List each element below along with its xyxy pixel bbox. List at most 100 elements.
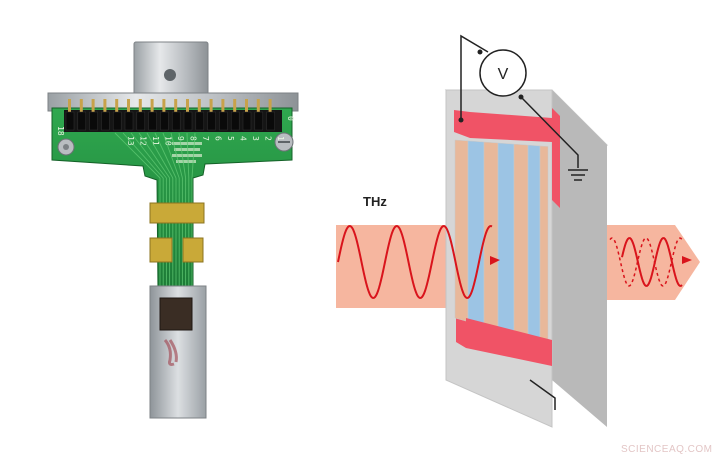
header-pin	[115, 99, 119, 113]
pin-number-label: 4	[239, 136, 248, 141]
header-pin	[79, 99, 83, 113]
bottom-electrode-bar	[466, 318, 552, 366]
side-electrode-edge	[552, 108, 560, 208]
absorber-stripe	[527, 144, 541, 343]
header-pin	[174, 99, 178, 113]
header-pin-socket	[207, 111, 216, 131]
trace-fan	[170, 132, 183, 179]
header-pin	[268, 99, 272, 113]
header-pin-socket	[195, 111, 205, 131]
header-pin	[186, 99, 189, 113]
header-pin-socket	[242, 111, 252, 131]
pin-number-label: 1	[276, 136, 285, 141]
absorber-stripe	[467, 140, 485, 327]
bottom-electrode-left	[456, 315, 466, 348]
watermark: SCIENCEAQ.COM	[621, 444, 713, 455]
header-pin-socket	[77, 111, 87, 131]
top-electrode	[454, 110, 470, 138]
trace-fan	[122, 132, 164, 179]
wire-node-left	[477, 49, 483, 55]
header-pin-socket	[266, 111, 275, 131]
voltmeter-circle	[479, 49, 527, 97]
mounting-hole	[164, 69, 176, 81]
pin-number-label: 9	[176, 136, 185, 141]
header-pin-socket	[171, 111, 181, 131]
header-pin	[103, 99, 107, 113]
detector-schematic: V THz	[336, 34, 700, 428]
pin-number-label: 12	[139, 136, 148, 146]
header-pin	[209, 99, 213, 113]
pin-number-label: 7	[201, 136, 210, 141]
trace-fan	[146, 132, 174, 179]
pin-number-label: 10	[164, 136, 173, 146]
absorber-stripe	[539, 145, 549, 345]
pin-number-label: 11	[151, 136, 160, 146]
header-pin-socket	[219, 111, 228, 131]
header-pin-socket	[65, 111, 75, 131]
header-pin	[127, 99, 130, 113]
pcb-traces	[114, 132, 196, 290]
absorber-stripe	[454, 139, 469, 322]
header-pin	[162, 99, 166, 113]
top-electrode-bar	[470, 112, 552, 142]
thz-label: THz	[363, 194, 387, 209]
header-pin	[233, 99, 237, 113]
header-pin-socket	[148, 111, 157, 131]
wire-node-right	[518, 94, 524, 100]
metal-strip	[149, 285, 207, 419]
header-pin	[68, 99, 71, 113]
sensor-chip	[159, 297, 193, 331]
header-pin	[197, 99, 201, 113]
voltmeter-symbol: V	[498, 66, 509, 83]
wire-ground-lead	[520, 96, 579, 168]
trace-fan	[178, 132, 187, 179]
trace-fan	[154, 132, 177, 179]
header-pin	[91, 99, 95, 113]
pin-number-label: 6	[214, 136, 223, 141]
trace-fan	[130, 132, 167, 179]
outgoing-wave-arrow	[682, 256, 692, 264]
header-pin-socket	[160, 111, 169, 131]
device-photo: 18 0 13121110987654321	[47, 41, 299, 419]
trace-fan	[191, 132, 196, 179]
header-pin	[245, 99, 248, 113]
incoming-wave	[337, 224, 493, 300]
wire-bottom-lead	[529, 379, 556, 410]
trace-fan	[162, 132, 180, 179]
header-pin-socket	[183, 111, 193, 131]
absorber-stripes	[454, 139, 549, 345]
pin-number-label: 5	[226, 136, 235, 141]
pin-number-label: 2	[264, 136, 273, 141]
header-pin-socket	[254, 111, 264, 131]
absorber-stripe	[497, 142, 515, 335]
pin-number-label: 8	[189, 136, 198, 141]
header-pin	[138, 99, 142, 113]
pin-number-label: 3	[251, 136, 260, 141]
trace-fan	[114, 132, 161, 179]
header-pin-socket	[136, 111, 146, 131]
gold-pad-wide	[149, 202, 205, 224]
header-pins	[65, 99, 275, 131]
absorber-stripe	[513, 143, 529, 339]
header-pin	[256, 99, 260, 113]
trace-fan	[138, 132, 170, 179]
left-screw-center	[63, 144, 69, 150]
contact-dot-top	[458, 117, 464, 123]
edge-number-right: 0	[286, 116, 295, 121]
header-pin-socket	[124, 111, 134, 131]
trace-fan	[186, 132, 190, 179]
outgoing-wave	[621, 237, 683, 287]
outgoing-thz-beam	[607, 225, 700, 300]
gold-pad-left	[149, 237, 173, 263]
header-pin	[150, 99, 154, 113]
edge-number-left: 18	[56, 126, 65, 136]
header-pin-socket	[230, 111, 240, 131]
ground-icon	[568, 169, 588, 181]
gold-pad-right	[182, 237, 204, 263]
header-pin-socket	[101, 111, 110, 131]
marker-scribble	[163, 339, 178, 366]
header-pin-socket	[112, 111, 122, 131]
header-pin	[221, 99, 225, 113]
